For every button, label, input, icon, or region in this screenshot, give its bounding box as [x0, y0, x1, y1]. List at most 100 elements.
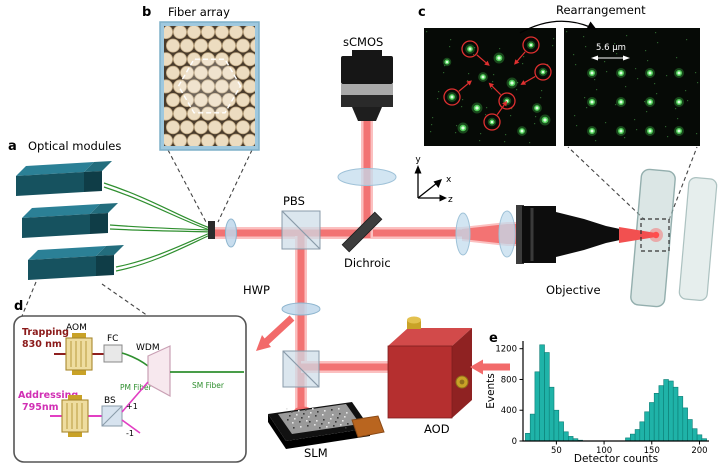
slm-pixel [324, 410, 326, 412]
noise-speckle [657, 42, 659, 44]
green-fibers [103, 182, 211, 272]
noise-speckle [676, 57, 678, 59]
fiber-core [179, 38, 194, 53]
fiber-array-inset [159, 21, 260, 151]
noise-speckle [675, 108, 677, 110]
fiber-core [193, 65, 208, 80]
atom-core [468, 47, 472, 51]
camera-lens [337, 168, 397, 186]
fiber-core [207, 93, 222, 108]
noise-speckle [594, 79, 596, 81]
focus-spot [652, 231, 660, 239]
slm-pixel [328, 422, 330, 424]
fiber-core [200, 133, 215, 146]
rearrange-arrowhead [466, 80, 472, 86]
slm-pixel [339, 413, 341, 415]
plus1-beam [121, 381, 149, 413]
fiber-core [221, 65, 236, 80]
histogram-bar [687, 419, 693, 442]
aod-rf-connector-top [407, 320, 421, 329]
hwp-label: HWP [243, 283, 270, 297]
noise-speckle [687, 100, 689, 102]
atom-region-dashed-box [640, 218, 670, 252]
x-tick-label: 200 [691, 446, 707, 456]
histogram-bar [691, 428, 698, 442]
histogram-bar [644, 411, 650, 442]
fiber-core [235, 38, 250, 53]
bs-label: BS [104, 396, 116, 406]
scale-bar: 5.6 μm [591, 43, 630, 61]
histogram-bar [668, 380, 674, 442]
noise-speckle [546, 71, 548, 73]
histogram-bar [649, 402, 655, 442]
noise-speckle [547, 64, 549, 66]
rearrange-arrow [458, 83, 469, 92]
slm-device [268, 402, 370, 449]
fiber-core [164, 52, 173, 67]
noise-speckle [468, 73, 470, 75]
noise-speckle [625, 86, 627, 88]
slm-pixel [298, 410, 300, 412]
rearrangement-label: Rearrangement [556, 3, 646, 17]
atom-core [648, 129, 652, 133]
beam-arrow-aod-input [470, 359, 510, 375]
histogram-bars [525, 344, 707, 442]
noise-speckle [637, 78, 639, 80]
slm-pixel [344, 416, 346, 418]
histogram-bar [682, 407, 688, 442]
atom-core [648, 71, 652, 75]
fiber-core [207, 65, 222, 80]
slm-pixel [331, 409, 333, 411]
fiber-core [200, 79, 215, 94]
rearrange-circle [443, 88, 461, 106]
noise-speckle [686, 39, 688, 41]
fiber-core [186, 79, 201, 94]
fiber-core [172, 133, 187, 146]
fiber-array-label: Fiber array [168, 5, 230, 19]
noise-speckle [504, 141, 506, 143]
noise-speckle [516, 89, 518, 91]
slm-pixel [303, 413, 305, 415]
selected-fiber-hexagon [177, 58, 242, 114]
atom-core [475, 106, 479, 110]
rearrange-arrow [496, 104, 505, 116]
slm-pixel [292, 422, 294, 424]
atom-core [648, 100, 652, 104]
noise-speckle [491, 88, 493, 90]
rearrange-circle [534, 63, 552, 81]
noise-speckle [583, 36, 585, 38]
aod-label: AOD [424, 422, 450, 436]
atom-core [461, 126, 465, 130]
atom-core [445, 60, 449, 64]
scmos-camera [341, 50, 393, 121]
panel-letter-a: a [8, 139, 17, 154]
noise-speckle [511, 108, 513, 110]
noise-speckle [455, 132, 457, 134]
atom-core [619, 100, 623, 104]
noise-speckle [576, 125, 578, 127]
noise-speckle [523, 56, 525, 58]
fiber-core [228, 133, 243, 146]
noise-speckle [493, 74, 495, 76]
fiber-core [221, 38, 236, 53]
noise-speckle [697, 82, 699, 84]
pm-fiber [121, 352, 149, 367]
rearrange-circle [461, 40, 479, 58]
fiber-core [164, 133, 173, 146]
histogram-bar [567, 436, 574, 442]
slm-pixel [289, 415, 291, 417]
wdm-label: WDM [136, 343, 160, 353]
atom-core [590, 129, 594, 133]
rearrange-arrow [491, 85, 502, 96]
slm-pixel [346, 412, 348, 414]
axis-y-label: y [415, 155, 421, 165]
optical-modules [16, 161, 124, 280]
atom-core [450, 95, 454, 99]
noise-speckle [585, 46, 587, 48]
optical-modules-label: Optical modules [28, 139, 121, 153]
pbs-label: PBS [283, 194, 305, 208]
slm-pixel [317, 411, 319, 413]
histogram-bar [639, 421, 645, 442]
